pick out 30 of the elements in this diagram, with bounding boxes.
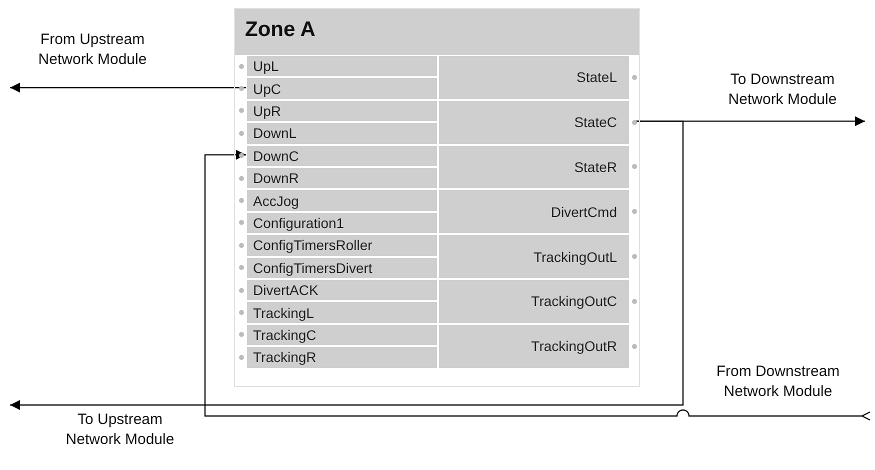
port-label: TrackingR — [253, 349, 316, 366]
block-title: Zone A — [245, 18, 316, 42]
signal-label: From Downstream Network Module — [694, 362, 862, 420]
port-label: DownL — [253, 125, 297, 142]
port-label: DownR — [253, 170, 299, 186]
port-label: UpR — [253, 102, 282, 119]
signal-label: To Upstream Network Module — [10, 400, 230, 452]
function-block — [234, 8, 640, 387]
port-label: DivertACK — [253, 282, 318, 298]
port-label: ConfigTimersRoller — [253, 237, 372, 254]
port-label: TrackingOutR — [531, 338, 617, 354]
port-label: StateC — [574, 114, 617, 130]
signal-label: From Upstream Network Module — [10, 30, 175, 94]
signal-connector — [204, 150, 862, 417]
port-label: TrackingC — [253, 326, 316, 343]
port-label: ConfigTimersDivert — [253, 260, 372, 276]
port-label: TrackingL — [253, 304, 314, 321]
port-label: UpC — [253, 80, 282, 97]
port-label: StateL — [576, 69, 617, 86]
port-label: DownC — [253, 148, 299, 164]
signal-label: To Downstream Network Module — [700, 70, 865, 131]
signal-connector — [10, 120, 684, 410]
port-label: TrackingOutL — [533, 248, 617, 265]
port-label: TrackingOutC — [531, 293, 617, 310]
port-label: UpL — [253, 58, 279, 74]
port-label: DivertCmd — [550, 204, 617, 220]
port-label: AccJog — [253, 192, 299, 209]
signal-connector — [10, 82, 246, 93]
port-label: StateR — [574, 158, 617, 175]
port-label: Configuration1 — [253, 214, 344, 231]
